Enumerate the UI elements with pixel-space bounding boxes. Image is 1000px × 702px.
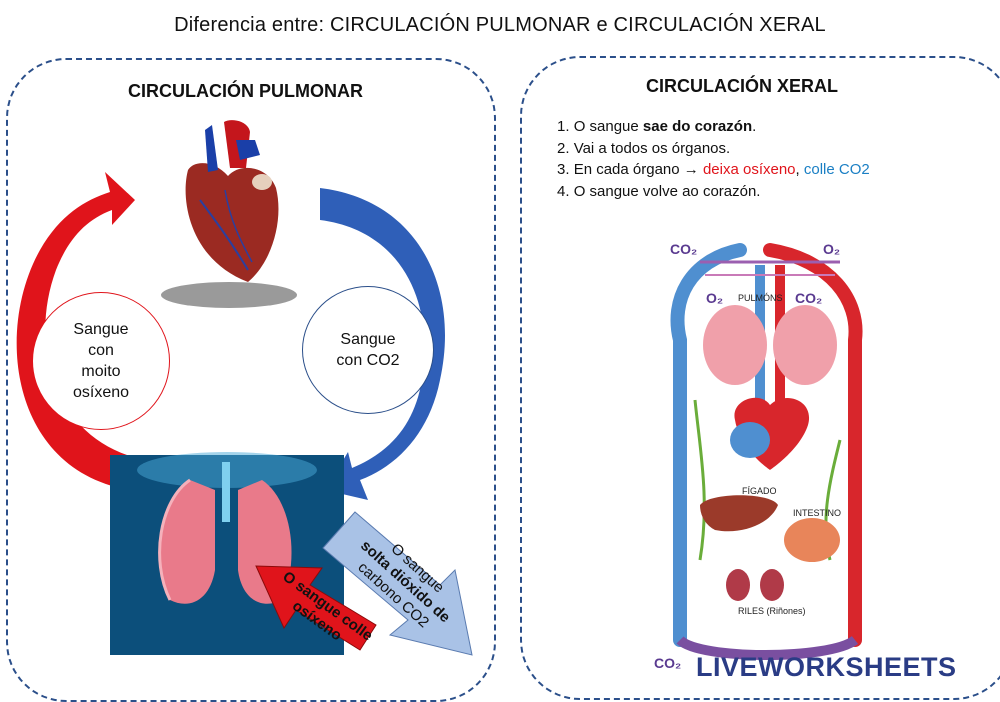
step-number: 4. bbox=[557, 182, 570, 200]
step-bold: sae do corazón bbox=[642, 118, 753, 135]
kidney-shape bbox=[726, 569, 750, 601]
co2-bottom-label: CO₂ bbox=[654, 655, 682, 671]
o2-entry-arrow bbox=[255, 565, 377, 651]
step-3: 3. En cada órgano → deixa osíxeno, colle… bbox=[557, 159, 870, 181]
page-title: Diferencia entre: CIRCULACIÓN PULMONAR e… bbox=[174, 14, 826, 36]
xeral-steps: 1. O sangue sae do corazón. 2. Vai a tod… bbox=[557, 116, 870, 202]
step-text: Vai a todos os órganos. bbox=[573, 139, 731, 157]
o2-top-label: O₂ bbox=[823, 241, 841, 257]
liver-shape bbox=[700, 495, 778, 532]
step-text: , bbox=[795, 161, 804, 178]
co2-circle: Sangue con CO2 bbox=[302, 286, 434, 414]
oxygen-circle-line: moito bbox=[81, 363, 121, 380]
step-text: . bbox=[752, 118, 757, 135]
step-red-text: deixa osíxeno bbox=[702, 161, 796, 178]
co2-circle-line: con CO2 bbox=[336, 352, 400, 369]
oxygen-circle: Sangue con moito osíxeno bbox=[32, 292, 170, 430]
xeral-title: CIRCULACIÓN XERAL bbox=[646, 76, 838, 96]
co2-circle-line: Sangue bbox=[340, 331, 396, 348]
oxygen-circle-line: Sangue bbox=[73, 321, 129, 338]
watermark-logo: LIVEWORKSHEETS bbox=[696, 652, 957, 682]
oxygen-circle-line: osíxeno bbox=[72, 384, 130, 401]
step-4: 4. O sangue volve ao corazón. bbox=[557, 181, 870, 203]
heart-icon bbox=[185, 120, 279, 282]
step-text: O sangue volve ao corazón. bbox=[573, 182, 761, 200]
co2-top-label: CO₂ bbox=[670, 241, 698, 257]
step-number: 1. bbox=[557, 118, 570, 135]
heart-shadow bbox=[161, 282, 297, 308]
blue-curved-arrow bbox=[320, 188, 445, 500]
pulmonar-title: CIRCULACIÓN PULMONAR bbox=[128, 81, 363, 101]
o2-lungs-label: O₂ bbox=[706, 290, 724, 306]
step-text: En cada órgano bbox=[573, 161, 684, 178]
step-number: 3. bbox=[557, 161, 570, 178]
step-text: O sangue bbox=[573, 118, 643, 135]
step-number: 2. bbox=[557, 139, 570, 157]
step-blue-text: colle CO2 bbox=[803, 161, 870, 178]
step-1: 1. O sangue sae do corazón. bbox=[557, 116, 870, 138]
kidneys-label: RILES (Riñones) bbox=[738, 606, 806, 616]
red-curved-arrow bbox=[16, 172, 135, 490]
liver-label: FÍGADO bbox=[742, 486, 777, 496]
co2-exit-arrow bbox=[322, 511, 473, 656]
arrow-right-icon: → bbox=[683, 161, 699, 178]
lungs-shape bbox=[703, 305, 767, 385]
co2-lungs-label: CO₂ bbox=[795, 290, 823, 306]
oxygen-circle-line: con bbox=[88, 342, 114, 359]
intestine-shape bbox=[784, 518, 840, 562]
intestine-label: INTESTINO bbox=[793, 508, 842, 518]
lungs-label: PULMÓNS bbox=[738, 293, 783, 303]
step-2: 2. Vai a todos os órganos. bbox=[557, 138, 870, 160]
